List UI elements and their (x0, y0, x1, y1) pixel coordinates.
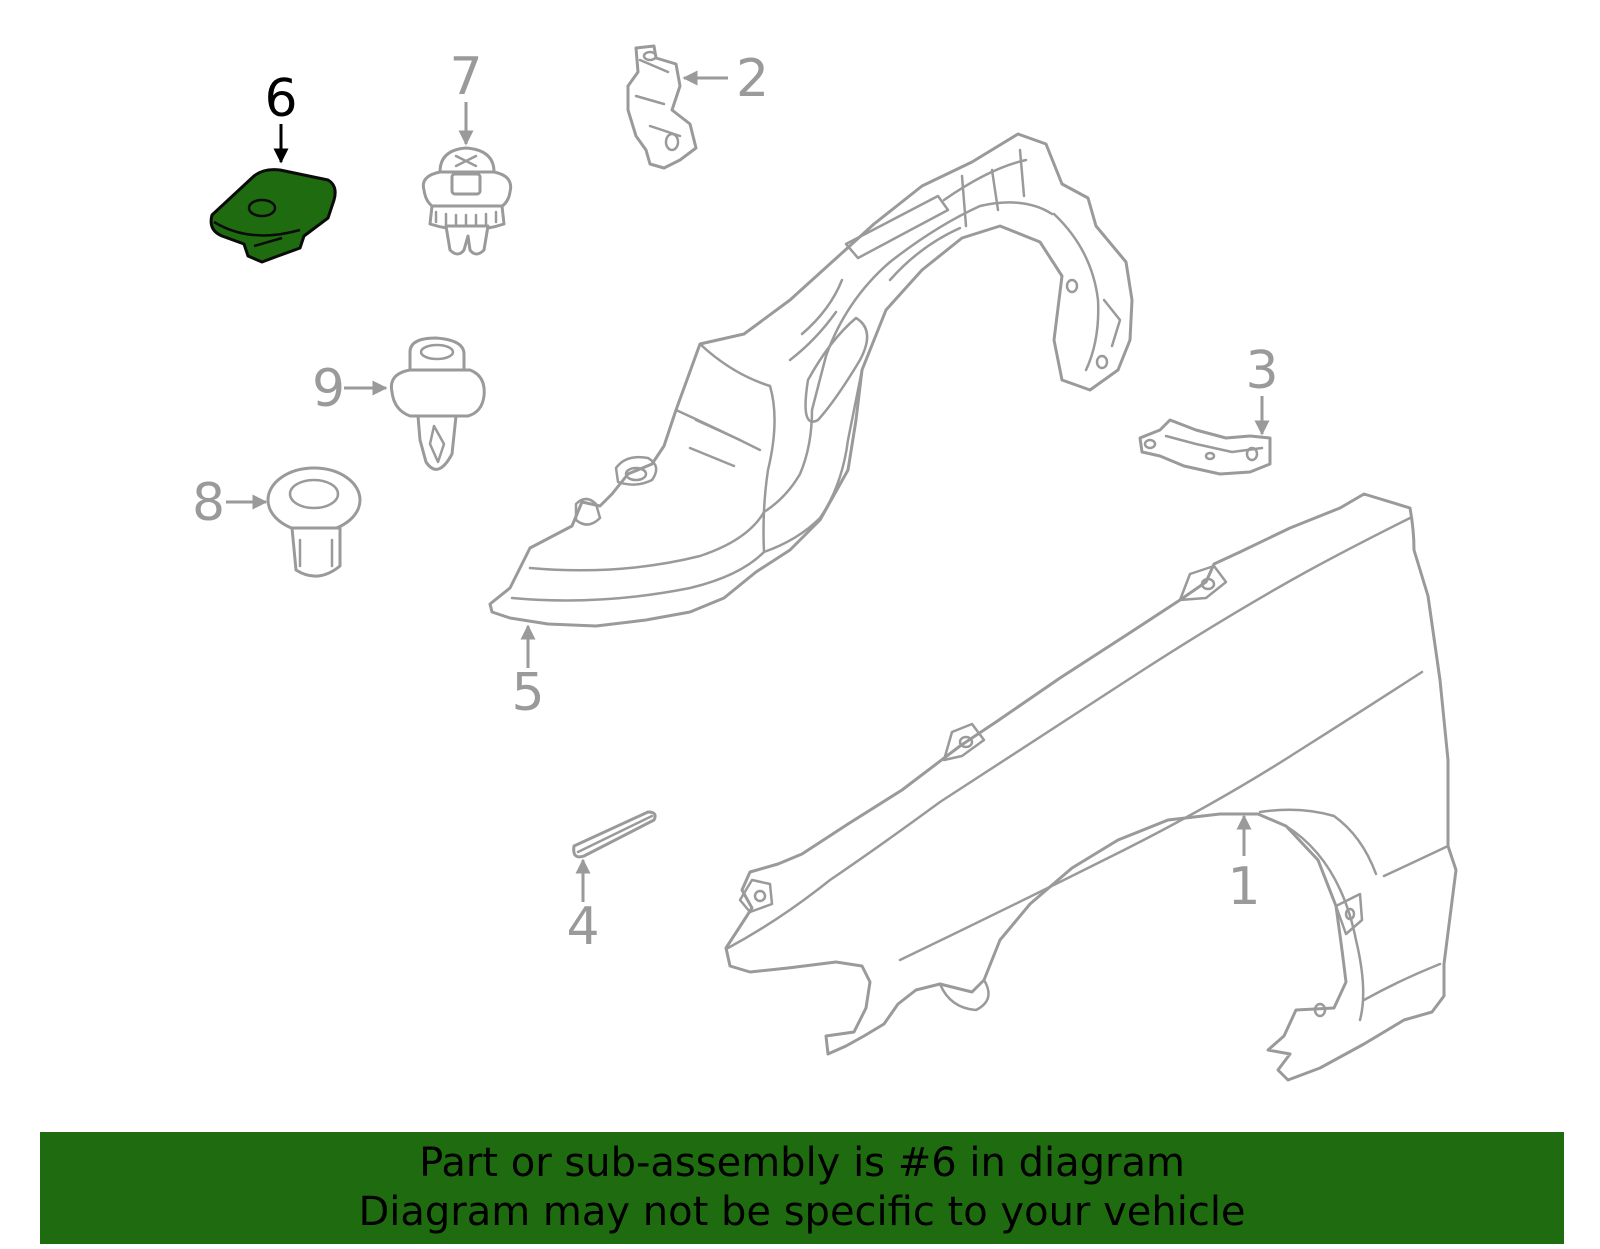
callout-7[interactable]: 7 (449, 47, 482, 107)
callout-6[interactable]: 6 (264, 69, 297, 129)
part-7-push-retainer[interactable] (421, 146, 513, 256)
callout-2[interactable]: 2 (736, 49, 769, 109)
callout-9[interactable]: 9 (312, 359, 345, 419)
part-8-grommet[interactable] (266, 466, 362, 578)
callout-1[interactable]: 1 (1227, 857, 1260, 917)
callout-3[interactable]: 3 (1245, 341, 1278, 401)
info-banner: Part or sub-assembly is #6 in diagram Di… (40, 1132, 1564, 1244)
part-2-bracket[interactable] (626, 44, 698, 170)
part-3-bracket[interactable] (1138, 418, 1272, 476)
callout-8[interactable]: 8 (192, 473, 225, 533)
callout-5[interactable]: 5 (511, 663, 544, 723)
part-4-seal-strip[interactable] (572, 810, 657, 859)
callout-4[interactable]: 4 (566, 897, 599, 957)
part-5-fender-liner[interactable] (488, 132, 1134, 628)
part-6-clip-nut[interactable] (209, 168, 337, 264)
part-9-rivet-clip[interactable] (389, 336, 486, 471)
part-1-fender-panel[interactable] (724, 492, 1458, 1082)
parts-diagram: 6 7 2 9 8 (192, 44, 1458, 1082)
banner-line-part: Part or sub-assembly is #6 in diagram (419, 1140, 1185, 1186)
banner-line-disclaimer: Diagram may not be specific to your vehi… (358, 1189, 1246, 1235)
